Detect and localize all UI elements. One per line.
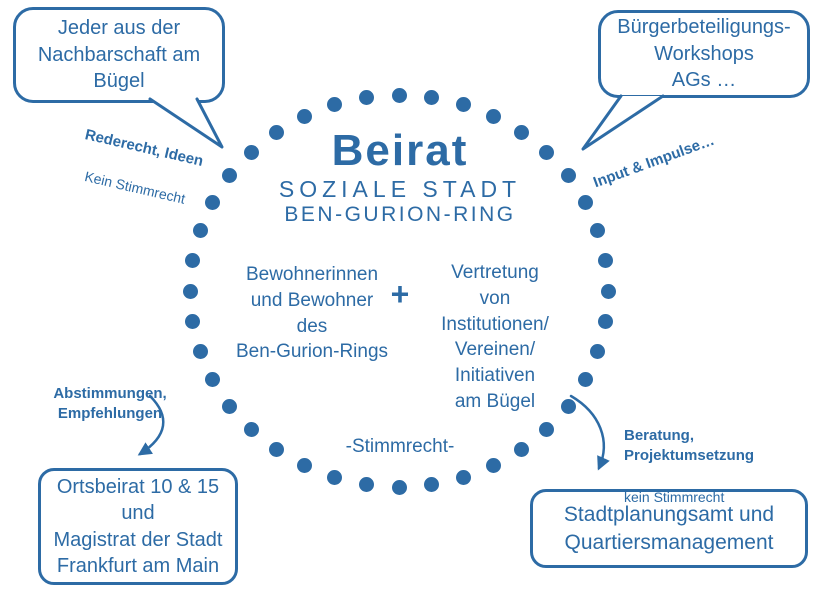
ring-dot: [182, 283, 198, 299]
annotation-abstimmungen: Abstimmungen, Empfehlungen: [40, 362, 180, 446]
annotation-rederecht: Rederecht, Ideen Kein Stimmrecht: [43, 98, 237, 239]
ring-dot: [296, 458, 312, 474]
ring-dot: [456, 97, 472, 113]
ring-dot: [222, 398, 238, 414]
ring-dot: [205, 194, 221, 210]
ring-dot: [577, 194, 593, 210]
diagram-subtitle-soziale-stadt: SOZIALE STADT: [278, 176, 522, 202]
ring-dot: [358, 89, 374, 105]
ring-dot: [185, 314, 201, 330]
ring-dot: [600, 283, 616, 299]
ring-dot: [391, 479, 407, 495]
member-group-residents: Bewohnerinnen und Bewohner des Ben-Gurio…: [235, 264, 389, 363]
ring-dot: [391, 87, 407, 103]
ring-dot: [597, 252, 613, 268]
ring-dot: [539, 144, 555, 160]
box-stadtplanungsamt: Stadtplanungsamt und Quartiersmanagement: [530, 489, 808, 568]
ring-dot: [243, 422, 259, 438]
box-ortsbeirat-magistrat: Ortsbeirat 10 & 15 und Magistrat der Sta…: [38, 468, 238, 585]
ring-dot: [268, 442, 284, 458]
ring-dot: [486, 108, 502, 124]
annotation-beratung-regular: kein Stimmrecht: [624, 488, 725, 505]
annotation-input-impulse: Input & Impulse…: [568, 105, 740, 219]
ring-dot: [560, 168, 576, 184]
speech-bubble-workshops: Bürgerbeteiligungs- Workshops AGs …: [598, 10, 810, 98]
ring-dot: [192, 222, 208, 238]
annotation-abstimmungen-bold: Abstimmungen, Empfehlungen: [53, 384, 167, 422]
plus-sign: +: [390, 276, 410, 312]
ring-dot: [222, 168, 238, 184]
ring-dot: [424, 89, 440, 105]
ring-dot: [590, 344, 606, 360]
ring-dot: [514, 442, 530, 458]
ring-dot: [296, 108, 312, 124]
ring-dot: [456, 469, 472, 485]
ring-dot: [358, 477, 374, 493]
ring-dot: [514, 124, 530, 140]
annotation-beratung: Beratung, Projektumsetzung kein Stimmrec…: [624, 404, 799, 528]
ring-dot: [597, 314, 613, 330]
voting-right-note: -Stimmrecht-: [345, 436, 455, 457]
ring-dot: [205, 372, 221, 388]
ring-dot: [192, 344, 208, 360]
ring-dot: [590, 222, 606, 238]
ring-dot: [539, 422, 555, 438]
diagram-title: Beirat: [331, 126, 469, 175]
ring-dot: [424, 477, 440, 493]
diagram-subtitle-ben-gurion-ring: BEN-GURION-RING: [284, 203, 516, 226]
ring-dot: [243, 144, 259, 160]
ring-dot: [185, 252, 201, 268]
annotation-beratung-bold: Beratung, Projektumsetzung: [624, 426, 755, 464]
ring-dot: [326, 97, 342, 113]
ring-dot: [326, 469, 342, 485]
ring-dot: [577, 372, 593, 388]
member-group-institutions: Vertretung von Institutionen/ Vereinen/ …: [441, 262, 549, 413]
speech-bubble-neighbourhood: Jeder aus der Nachbarschaft am Bügel: [13, 7, 225, 103]
ring-dot: [268, 124, 284, 140]
ring-dot: [486, 458, 502, 474]
